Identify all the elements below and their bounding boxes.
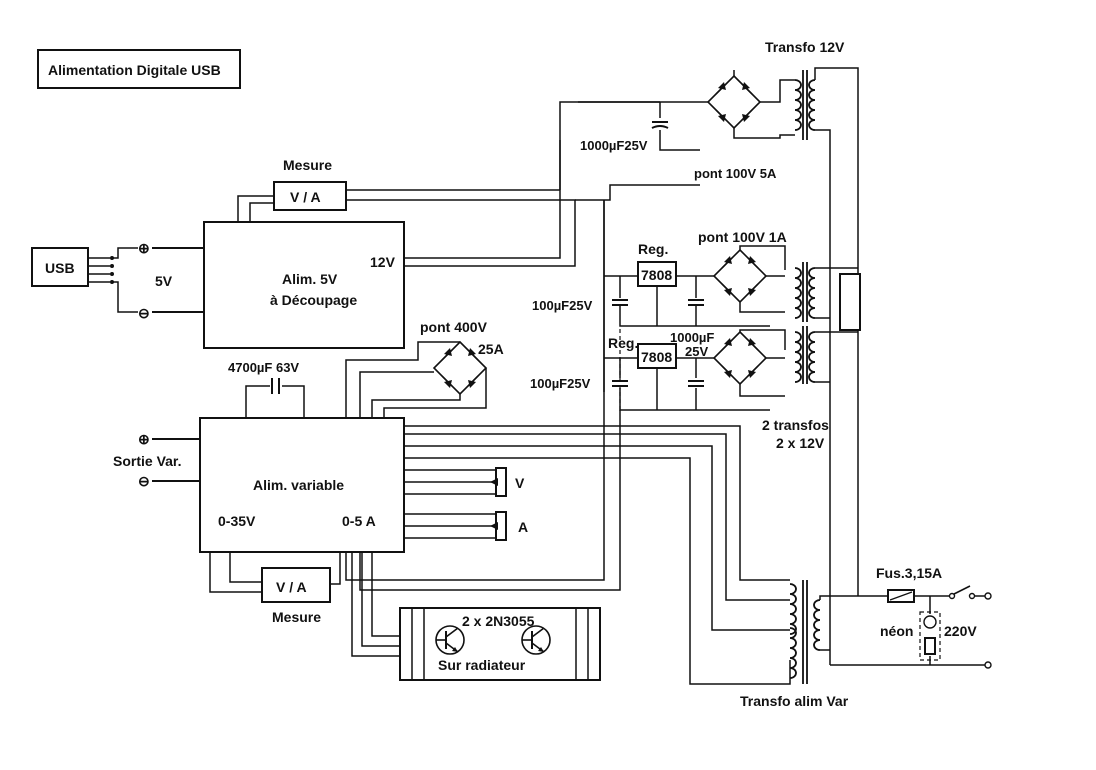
usb-label: USB (45, 260, 75, 276)
usb-pins (88, 247, 138, 313)
capacitor-1000uf-top (651, 121, 669, 129)
title-box (37, 49, 241, 89)
capacitor-4700uf (245, 378, 305, 418)
alim-variable-block (199, 417, 405, 553)
sortie-var-label: Sortie Var. (113, 453, 181, 469)
two-transfos-line1: 2 transfos (762, 417, 829, 433)
meter-top-caption: Mesure (283, 157, 332, 173)
page-title: Alimentation Digitale USB (48, 62, 221, 78)
bridge-1a-top (713, 249, 767, 303)
capacitor-1000uf-label: 1000µF25V (580, 138, 648, 153)
alim-5v-label-line1: Alim. 5V (282, 271, 338, 287)
reg-bottom-chip: 7808 (641, 349, 672, 365)
transistor-2n3055-right (521, 625, 551, 655)
transfo-12v (794, 67, 859, 665)
capacitor-1000uf-mid-line1: 1000µF (670, 330, 714, 345)
alim-variable-range-v: 0-35V (218, 513, 256, 529)
capacitor-1000uf-bottom (688, 380, 704, 387)
usb-minus-terminal: ⊖ (138, 305, 150, 321)
capacitor-100uf-bottom-label: 100µF25V (530, 376, 591, 391)
alim-5v-block (203, 221, 405, 349)
radiator-line2: Sur radiateur (438, 657, 526, 673)
reg-top (637, 261, 677, 287)
bridge-1a-label: pont 100V 1A (698, 229, 787, 245)
bridge-400v-line2: 25A (478, 341, 504, 357)
capacitor-1000uf-mid (688, 299, 704, 306)
reg-top-caption: Reg. (638, 241, 668, 257)
alim-variable-range-a: 0-5 A (342, 513, 376, 529)
alim-variable-label: Alim. variable (253, 477, 344, 493)
usb-plus-terminal: ⊕ (138, 240, 150, 256)
transfo-pair (794, 262, 861, 384)
mains-voltage-label: 220V (944, 623, 977, 639)
radiator-line1: 2 x 2N3055 (462, 613, 535, 629)
transfo-alim-var-label: Transfo alim Var (740, 693, 849, 709)
reg-top-chip: 7808 (641, 267, 672, 283)
meter-bottom-caption: Mesure (272, 609, 321, 625)
bridge-5a-label: pont 100V 5A (694, 166, 777, 181)
meter-bottom (261, 567, 331, 603)
meter-top-label: V / A (290, 189, 321, 205)
capacitor-4700uf-label: 4700µF 63V (228, 360, 299, 375)
alim-5v-12v-input-label: 12V (370, 254, 396, 270)
reg-bottom (637, 343, 677, 369)
bridge-400v-line1: pont 400V (420, 319, 488, 335)
two-transfos-line2: 2 x 12V (776, 435, 825, 451)
transfo-12v-label: Transfo 12V (765, 39, 845, 55)
fuse-label: Fus.3,15A (876, 565, 942, 581)
capacitor-1000uf-mid-line2: 25V (685, 344, 708, 359)
alim-5v-label-line2: à Découpage (270, 292, 357, 308)
reg-bottom-caption: Reg. (608, 335, 638, 351)
bridge-5a (707, 75, 761, 129)
capacitor-100uf-top-label: 100µF25V (532, 298, 593, 313)
meter-bottom-label: V / A (276, 579, 307, 595)
meter-top (273, 181, 347, 211)
usb-connector (31, 247, 89, 287)
transistor-2n3055-left (435, 625, 465, 655)
neon-label: néon (880, 623, 913, 639)
mains-switch (830, 585, 992, 669)
transfo-alim-var (789, 580, 858, 684)
neon-lamp (919, 596, 941, 665)
pot-v-label: V (515, 475, 525, 491)
bridge-1a-bottom (713, 331, 767, 385)
pot-a-label: A (518, 519, 528, 535)
usb-voltage-label: 5V (155, 273, 173, 289)
sortie-var-plus: ⊕ (138, 431, 150, 447)
radiator (399, 607, 601, 681)
capacitor-100uf-top (612, 299, 628, 306)
sortie-var-minus: ⊖ (138, 473, 150, 489)
